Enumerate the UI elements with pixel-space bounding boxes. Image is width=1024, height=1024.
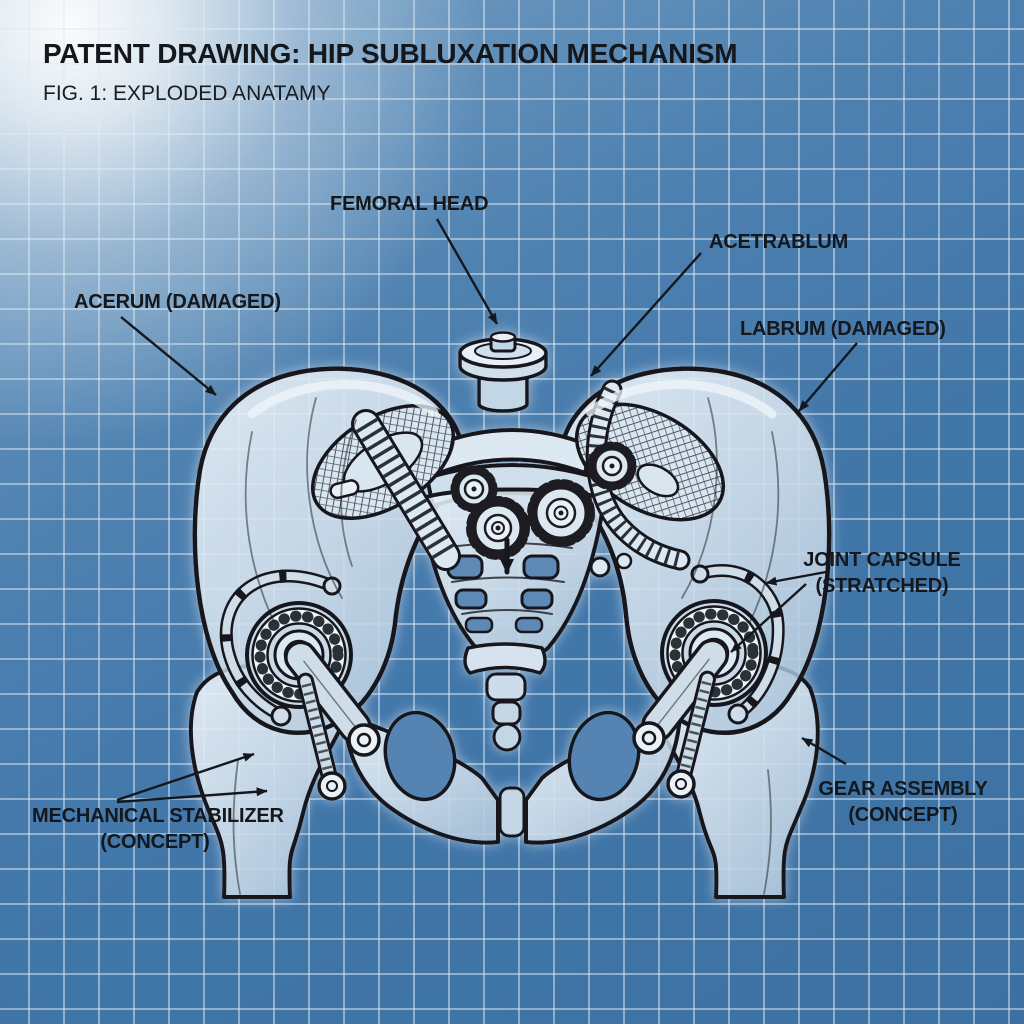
obturator-foramen-right [567, 710, 641, 802]
label-mechanical-stabilizer: MECHANICAL STABILIZER (CONCEPT) [32, 803, 284, 855]
pelvis-mechanism-drawing [188, 331, 832, 899]
label-joint-capsule-line1: JOINT CAPSULE [803, 549, 961, 571]
gear-upper-right [587, 441, 637, 491]
rim-highlights [247, 380, 777, 419]
damaged-labrum-right [574, 402, 726, 522]
gear-center [466, 496, 530, 560]
label-femoral-head: FEMORAL HEAD [330, 193, 489, 215]
label-gear-assembly-line1: GEAR ASSEMBLY [818, 778, 988, 800]
capsule-tube-right [690, 563, 785, 725]
label-joint-capsule: JOINT CAPSULE (STRATCHED) [768, 547, 996, 599]
figure-caption: FIG. 1: EXPLODED ANATAMY [43, 82, 331, 105]
obturator-foramen-left [383, 710, 457, 802]
sketch-lines [232, 397, 780, 895]
leader-femoral-head [435, 218, 499, 325]
leader-stabilizer-b [116, 787, 268, 804]
label-joint-capsule-line2: (STRATCHED) [815, 575, 949, 597]
leader-joint-capsule-a [765, 570, 827, 586]
leader-acerum [120, 316, 217, 396]
label-gear-assembly: GEAR ASSEMBLY (CONCEPT) [790, 776, 1016, 828]
leader-gear-assembly [801, 736, 847, 766]
gear-large-right [527, 479, 595, 547]
leader-labrum [798, 342, 858, 412]
coccyx [463, 642, 547, 752]
label-gear-assembly-line2: (CONCEPT) [848, 804, 958, 826]
label-labrum-damaged: LABRUM (DAMAGED) [740, 318, 946, 340]
worm-screw [351, 409, 461, 571]
label-acerum-damaged: ACERUM (DAMAGED) [74, 291, 281, 313]
leader-acetrablum [590, 252, 702, 377]
gear-assembly-right [632, 599, 768, 799]
pubic-symphysis [498, 786, 526, 838]
page-title: PATENT DRAWING: HIP SUBLUXATION MECHANIS… [43, 38, 738, 69]
linkage-disc-a [589, 556, 611, 578]
label-mechanical-stabilizer-line2: (CONCEPT) [100, 831, 210, 853]
label-acetrablum: ACETRABLUM [709, 231, 849, 253]
femoral-head-part [458, 331, 548, 413]
leader-stabilizer-a [116, 752, 255, 802]
capsule-tube-left [219, 569, 342, 727]
leader-lines [116, 218, 858, 804]
label-mechanical-stabilizer-line1: MECHANICAL STABILIZER [32, 805, 284, 827]
ribbed-band [585, 379, 691, 571]
linkage-disc-b [615, 552, 633, 570]
leader-joint-capsule-b [730, 583, 807, 653]
stabilizer-assembly-left [245, 601, 381, 801]
